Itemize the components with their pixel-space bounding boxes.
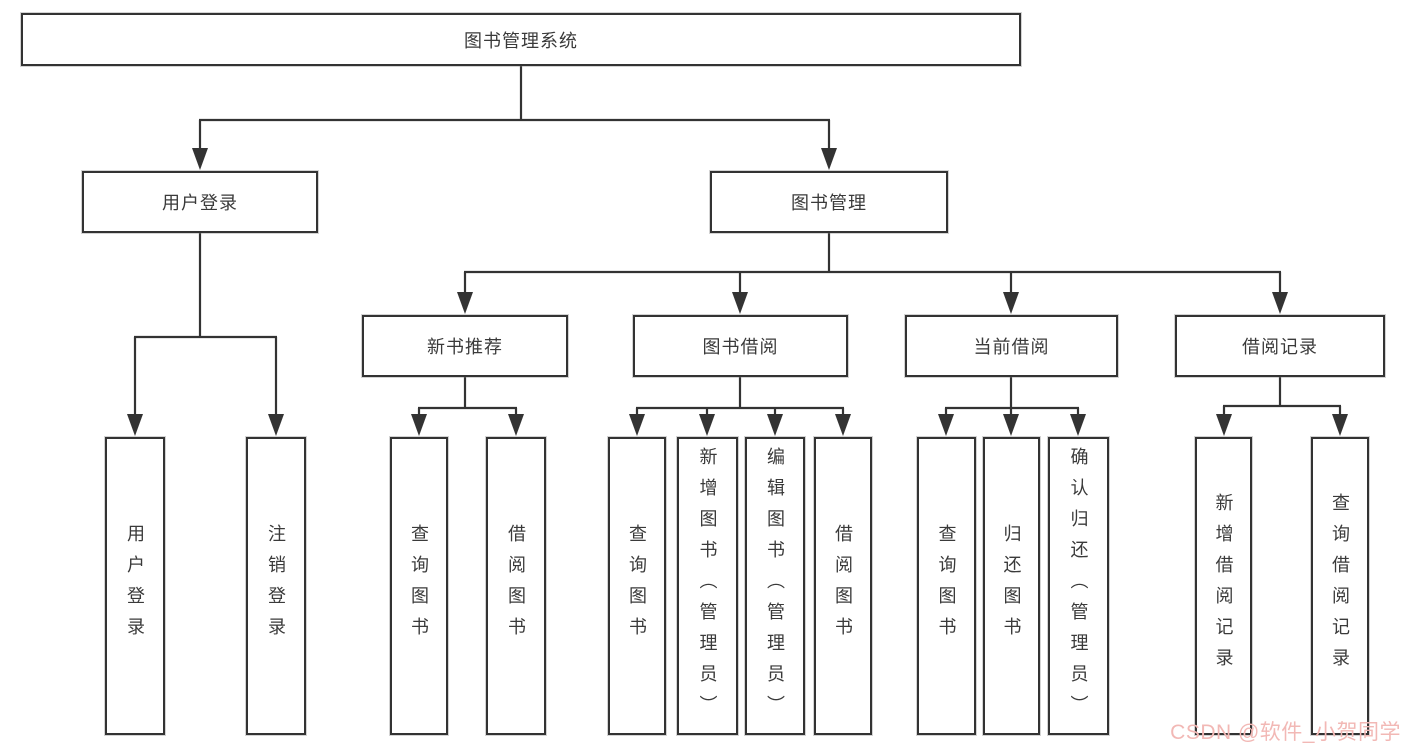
leaf-logout-label: 注销登录 bbox=[266, 524, 286, 648]
leaf-add-borrow-record-label: 新增借阅记录 bbox=[1213, 493, 1234, 679]
connector-new-book-to-leaves bbox=[417, 377, 518, 416]
leaf-borrow-books-1: 借阅图书 bbox=[486, 437, 546, 735]
csdn-watermark: CSDN @软件_小贺同学 bbox=[1170, 721, 1401, 744]
node-user-login-label: 用户登录 bbox=[162, 193, 238, 213]
node-root-label: 图书管理系统 bbox=[464, 30, 578, 51]
connector-borrow-record-to-leaves bbox=[1222, 377, 1342, 416]
node-user-login: 用户登录 bbox=[82, 171, 318, 233]
node-new-book-recommend-label: 新书推荐 bbox=[427, 337, 503, 357]
leaf-query-books-2-label: 查询图书 bbox=[627, 524, 647, 648]
node-borrow-records: 借阅记录 bbox=[1175, 315, 1385, 377]
connector-book-borrow-to-leaves bbox=[635, 377, 845, 416]
leaf-user-login: 用户登录 bbox=[105, 437, 165, 735]
leaf-confirm-return-admin-label: 确认归还（管理员） bbox=[1068, 446, 1089, 726]
connector-book-mgmt-to-level3 bbox=[463, 233, 1282, 294]
node-current-borrowing: 当前借阅 bbox=[905, 315, 1118, 377]
connector-user-login-to-leaves bbox=[133, 233, 278, 416]
leaf-return-books: 归还图书 bbox=[983, 437, 1040, 735]
leaf-user-login-label: 用户登录 bbox=[125, 524, 145, 648]
node-book-management: 图书管理 bbox=[710, 171, 948, 233]
node-book-management-label: 图书管理 bbox=[791, 193, 867, 213]
node-book-borrowing: 图书借阅 bbox=[633, 315, 848, 377]
leaf-edit-books-admin: 编辑图书（管理员） bbox=[745, 437, 805, 735]
arrowheads-book-borrow bbox=[629, 414, 851, 436]
leaf-borrow-books-2-label: 借阅图书 bbox=[833, 524, 853, 648]
leaf-add-books-admin-label: 新增图书（管理员） bbox=[697, 446, 718, 726]
leaf-query-books-1-label: 查询图书 bbox=[409, 524, 429, 648]
leaf-query-borrow-record-label: 查询借阅记录 bbox=[1330, 493, 1350, 679]
arrowheads-user-login bbox=[127, 414, 284, 436]
leaf-borrow-books-1-label: 借阅图书 bbox=[506, 524, 526, 648]
leaf-return-books-label: 归还图书 bbox=[1001, 524, 1022, 648]
leaf-edit-books-admin-label: 编辑图书（管理员） bbox=[765, 446, 785, 726]
leaf-query-books-1: 查询图书 bbox=[390, 437, 448, 735]
node-borrow-records-label: 借阅记录 bbox=[1242, 337, 1318, 357]
arrowheads-book-mgmt bbox=[457, 292, 1288, 314]
leaf-query-borrow-record: 查询借阅记录 bbox=[1311, 437, 1369, 735]
leaf-confirm-return-admin: 确认归还（管理员） bbox=[1048, 437, 1109, 735]
leaf-logout: 注销登录 bbox=[246, 437, 306, 735]
node-book-borrowing-label: 图书借阅 bbox=[702, 337, 779, 357]
leaf-add-books-admin: 新增图书（管理员） bbox=[677, 437, 738, 735]
leaf-borrow-books-2: 借阅图书 bbox=[814, 437, 872, 735]
arrowheads-new-book bbox=[411, 414, 524, 436]
node-current-borrowing-label: 当前借阅 bbox=[973, 337, 1050, 357]
node-new-book-recommend: 新书推荐 bbox=[362, 315, 568, 377]
leaf-add-borrow-record: 新增借阅记录 bbox=[1195, 437, 1252, 735]
leaf-query-books-3-label: 查询图书 bbox=[936, 524, 957, 648]
arrowheads-borrow-record bbox=[1216, 414, 1348, 436]
arrowheads-root-to-level2 bbox=[192, 148, 837, 170]
node-root-system: 图书管理系统 bbox=[21, 13, 1021, 66]
connector-root-to-level2 bbox=[198, 66, 831, 150]
connector-current-borrow-to-leaves bbox=[944, 377, 1080, 416]
arrowheads-current-borrow bbox=[938, 414, 1086, 436]
leaf-query-books-3: 查询图书 bbox=[917, 437, 976, 735]
leaf-query-books-2: 查询图书 bbox=[608, 437, 666, 735]
